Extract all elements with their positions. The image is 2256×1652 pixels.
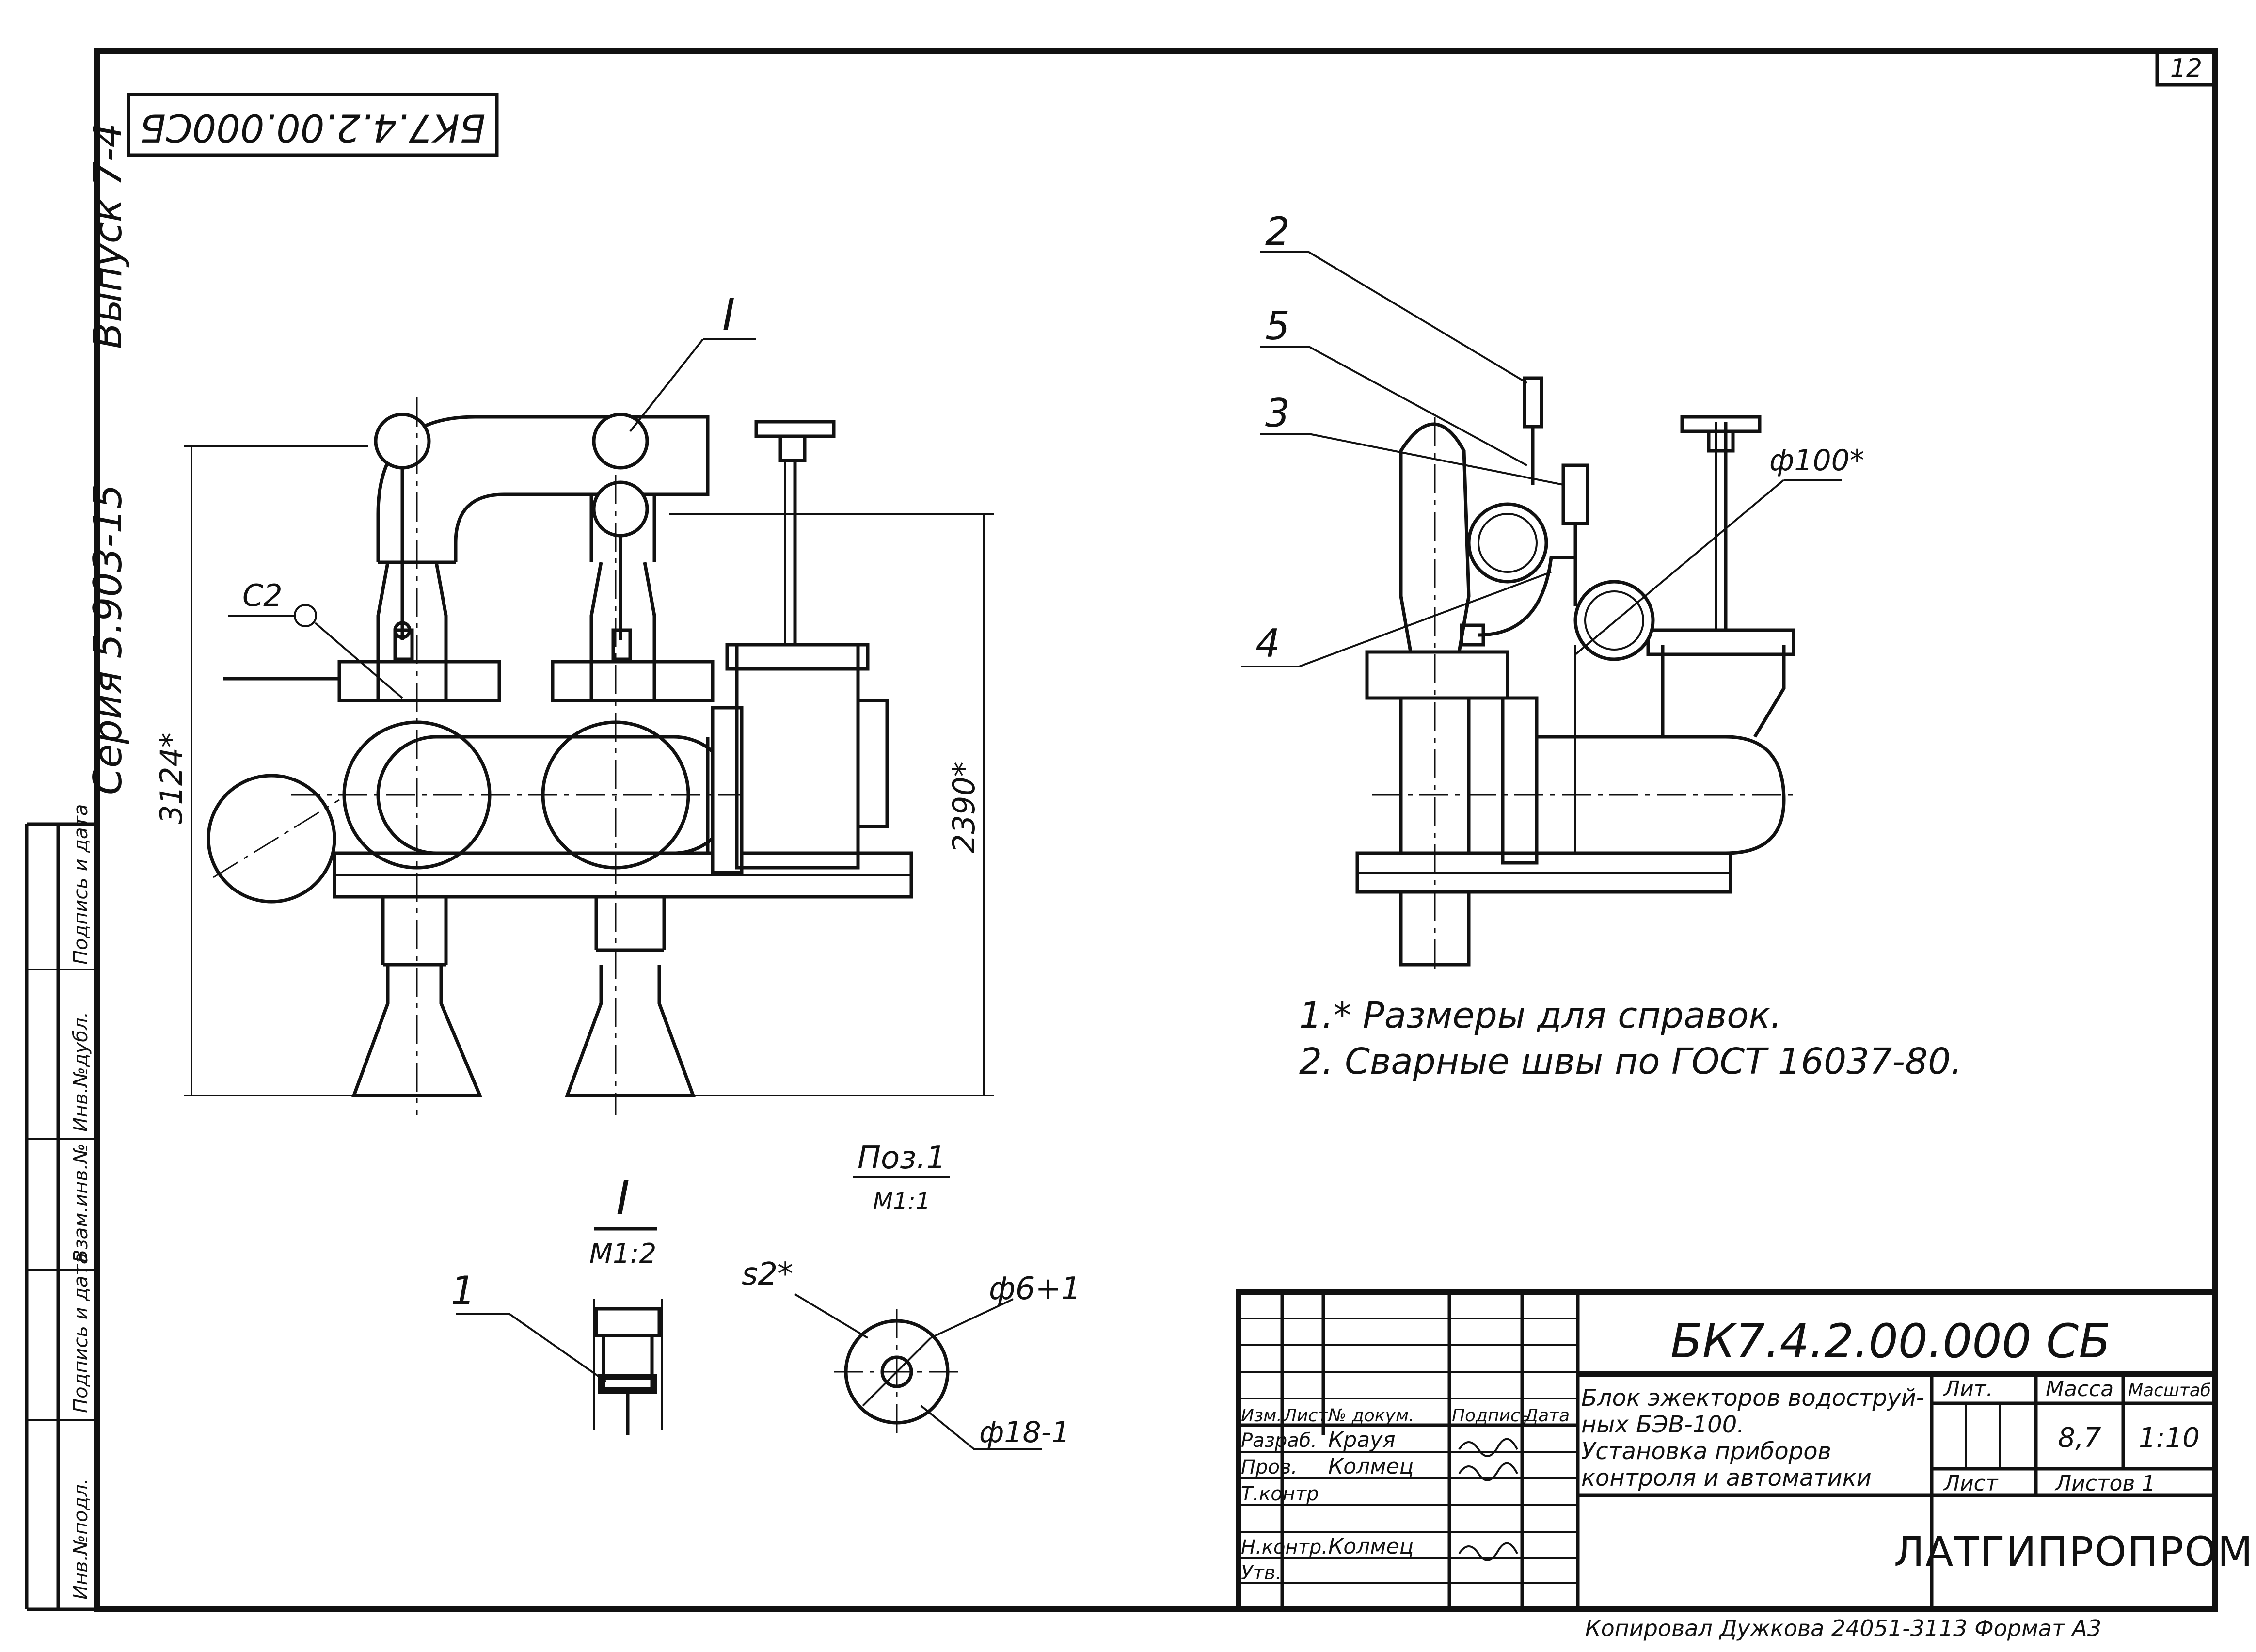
detail-I-callout: 1 xyxy=(451,1268,476,1313)
sheet-label: Лист xyxy=(1943,1471,1999,1496)
stamp-inv-dubl: Инв.№дубл. xyxy=(70,1012,92,1132)
callout-3: 3 xyxy=(1265,391,1290,436)
desc-line-2: ных БЭВ-100. xyxy=(1581,1411,1745,1438)
sheet-number-box: 12 xyxy=(2155,49,2217,87)
diameter-label: ф100* xyxy=(1769,444,1864,477)
signature-2 xyxy=(1458,1462,1518,1481)
sheet-number: 12 xyxy=(2170,54,2202,83)
scale-label: Масштаб xyxy=(2128,1381,2211,1400)
pos1-s-label: s2* xyxy=(742,1256,793,1292)
pos1-scale: М1:1 xyxy=(873,1188,931,1215)
note-2: 2. Сварные швы по ГОСТ 16037-80. xyxy=(1299,1041,1962,1082)
drawing-code: БК7.4.2.00.000 СБ xyxy=(1670,1314,2111,1368)
dim-inner: 2390* xyxy=(946,762,982,853)
name-nkontr: Колмец xyxy=(1328,1534,1414,1559)
detail-I: I М1:2 1 xyxy=(451,1171,663,1435)
title-block: Изм. Лист № докум. Подпись Дата Разраб. … xyxy=(1236,1289,2254,1612)
note-1: 1.* Размеры для справок. xyxy=(1299,995,1782,1036)
role-prov: Пров. xyxy=(1241,1456,1297,1478)
hdr-sign: Подпись xyxy=(1452,1406,1530,1426)
series-label: Серия 5.903-15 xyxy=(85,484,130,795)
footer: Копировал Дужкова 24051-31 13 Формат А3 xyxy=(1585,1615,2101,1641)
side-view: 2 5 3 4 ф100* xyxy=(1241,209,1864,969)
pos1-title: Поз.1 xyxy=(858,1140,946,1176)
signature-3 xyxy=(1458,1542,1518,1561)
callout-c2: С2 xyxy=(242,578,283,613)
dim-height: 3124* xyxy=(154,732,189,824)
callout-5: 5 xyxy=(1265,303,1290,349)
detail-I-scale: М1:2 xyxy=(589,1238,656,1270)
stamp-vzam: Взам.инв.№ xyxy=(70,1144,92,1263)
hdr-izm: Изм. xyxy=(1241,1406,1282,1426)
detail-pos1: Поз.1 М1:1 s2* ф6+1 ф18-1 xyxy=(742,1140,1081,1450)
desc-line-4: контроля и автоматики xyxy=(1581,1464,1872,1492)
desc-line-1: Блок эжекторов водоструй- xyxy=(1581,1384,1924,1412)
issue-label: Выпуск 7-4 xyxy=(85,123,130,349)
hdr-doc: № докум. xyxy=(1327,1406,1414,1426)
mass-value: 8,7 xyxy=(2058,1422,2101,1454)
name-prov: Колмец xyxy=(1328,1454,1414,1479)
stamp-sign-date-1: Подпись и дата xyxy=(70,1253,92,1413)
lit-label: Лит. xyxy=(1943,1377,1993,1401)
pos1-d-inner: ф6+1 xyxy=(989,1271,1081,1307)
hdr-date: Дата xyxy=(1524,1406,1570,1426)
pos1-d-outer: ф18-1 xyxy=(979,1415,1070,1449)
role-nkontr: Н.контр. xyxy=(1241,1536,1328,1558)
mass-label: Масса xyxy=(2046,1377,2113,1401)
notes: 1.* Размеры для справок. 2. Сварные швы … xyxy=(1299,995,1962,1082)
desc-line-3: Установка приборов xyxy=(1581,1438,1831,1465)
detail-I-title: I xyxy=(616,1171,630,1225)
footer-format: 13 Формат А3 xyxy=(1939,1615,2101,1641)
hdr-list: Лист xyxy=(1283,1406,1328,1426)
scale-value: 1:10 xyxy=(2139,1422,2200,1454)
rotated-code: БК7.4.2.00.000СБ xyxy=(140,106,485,149)
callout-2: 2 xyxy=(1265,209,1290,254)
side-stamp: Инв.№подл. Подпись и дата Взам.инв.№ Инв… xyxy=(27,804,99,1611)
callout-4: 4 xyxy=(1255,621,1280,666)
front-view: I С2 3124* 2390* xyxy=(154,289,994,1115)
callout-section-I: I xyxy=(722,289,735,340)
footer-copied: Копировал Дужкова 24051-31 xyxy=(1585,1615,1938,1641)
org-name: ЛАТГИПРОПРОМ xyxy=(1894,1528,2254,1575)
role-razrab: Разраб. xyxy=(1241,1430,1317,1452)
stamp-inv-podl: Инв.№подл. xyxy=(70,1478,92,1600)
name-razrab: Крауя xyxy=(1328,1428,1396,1452)
role-tkontr: Т.контр xyxy=(1241,1483,1319,1505)
signature-1 xyxy=(1458,1438,1518,1457)
stamp-sign-date-2: Подпись и дата xyxy=(70,804,92,965)
sheets-label: Листов 1 xyxy=(2054,1471,2155,1496)
role-utv: Утв. xyxy=(1241,1562,1282,1584)
rotated-code-box: БК7.4.2.00.000СБ xyxy=(127,93,499,157)
